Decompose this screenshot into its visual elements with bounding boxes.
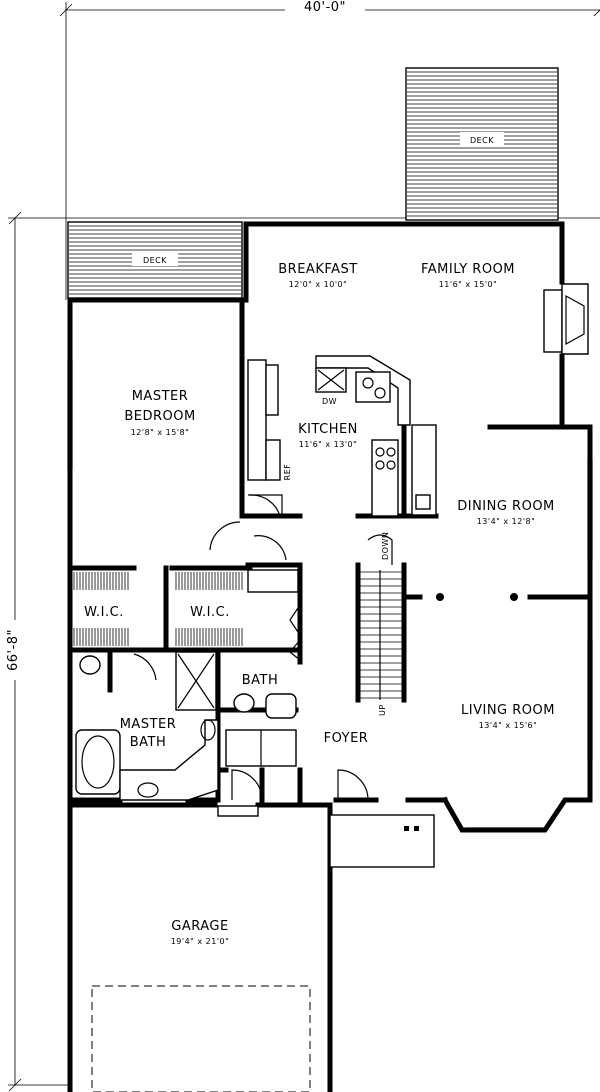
stair-down-label: DOWN bbox=[381, 532, 390, 560]
master-bath-label-1: MASTER bbox=[120, 717, 177, 732]
family-room-label: FAMILY ROOM bbox=[421, 262, 515, 277]
living-room-label: LIVING ROOM bbox=[461, 703, 555, 718]
stair-up-label: UP bbox=[378, 704, 387, 716]
living-room-size: 13'4" x 15'6" bbox=[479, 721, 538, 730]
rear-deck-label: DECK bbox=[470, 136, 494, 145]
overall-depth-label: 66'-8" bbox=[6, 629, 21, 671]
family-room-size: 11'6" x 15'0" bbox=[439, 280, 498, 289]
garage-size: 19'4" x 21'0" bbox=[171, 937, 230, 946]
stair bbox=[360, 534, 402, 700]
breakfast-label: BREAKFAST bbox=[278, 262, 357, 277]
kitchen-size: 11'6" x 13'0" bbox=[299, 440, 358, 449]
master-bedroom-size: 12'8" x 15'8" bbox=[131, 428, 190, 437]
windows bbox=[67, 360, 593, 829]
dining-room-label: DINING ROOM bbox=[457, 499, 555, 514]
front-stoop bbox=[329, 814, 435, 868]
master-bath-fixtures bbox=[75, 651, 219, 801]
doors bbox=[133, 521, 369, 817]
foyer-label: FOYER bbox=[324, 731, 369, 746]
bath-fixtures bbox=[225, 693, 297, 767]
kitchen-label: KITCHEN bbox=[298, 422, 358, 437]
side-deck-label: DECK bbox=[143, 256, 167, 265]
garage-label: GARAGE bbox=[171, 919, 228, 934]
room-labels: BREAKFAST 12'0" x 10'0" FAMILY ROOM 11'6… bbox=[84, 262, 555, 946]
breakfast-size: 12'0" x 10'0" bbox=[289, 280, 348, 289]
master-bedroom-label-2: BEDROOM bbox=[124, 409, 195, 424]
overall-width-label: 40'-0" bbox=[304, 0, 346, 15]
dishwasher-label: DW bbox=[322, 397, 337, 406]
column-right bbox=[510, 593, 518, 601]
wic-left-label: W.I.C. bbox=[84, 605, 124, 620]
bath-label: BATH bbox=[242, 673, 279, 688]
dining-room-size: 13'4" x 12'8" bbox=[477, 517, 536, 526]
wic-right-label: W.I.C. bbox=[190, 605, 230, 620]
refrigerator-label: REF bbox=[283, 464, 292, 481]
walls bbox=[67, 221, 593, 1092]
master-bedroom-label-1: MASTER bbox=[132, 389, 189, 404]
master-bath-label-2: BATH bbox=[130, 735, 167, 750]
closet-shelves bbox=[73, 572, 243, 646]
fireplace bbox=[543, 283, 589, 355]
garage-door bbox=[91, 985, 311, 1092]
column-left bbox=[436, 593, 444, 601]
kitchen-fixtures bbox=[247, 355, 437, 517]
